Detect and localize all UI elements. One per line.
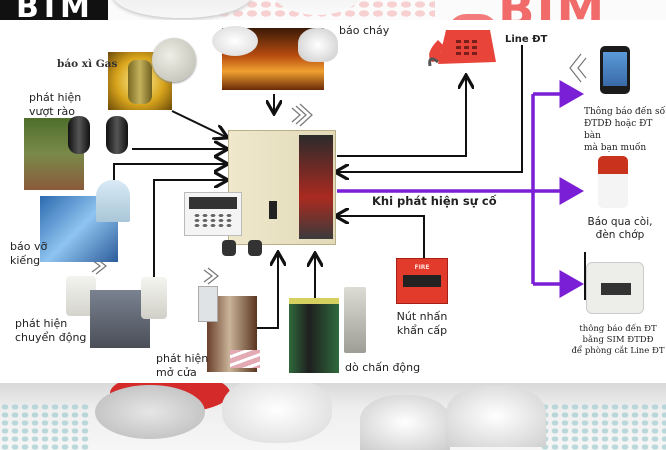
wire-gas: [171, 110, 226, 137]
logo-right: BIM: [498, 0, 606, 20]
window-photo: [289, 298, 339, 373]
magnetic-door-contact-icon: [198, 286, 218, 322]
remote-keyfob-icon[interactable]: [222, 240, 236, 256]
alarm-control-panel-icon[interactable]: [228, 130, 336, 245]
gas-detector-icon: [152, 38, 196, 82]
wire-motion: [153, 180, 226, 278]
glass-break-sensor-icon: [96, 180, 130, 222]
heat-detector-image: [360, 395, 450, 450]
desk-phone-icon: [424, 24, 500, 74]
white-detector-image: [222, 383, 332, 443]
ir-beam-receiver-icon: [106, 116, 128, 154]
siren-strobe-icon: [598, 156, 628, 208]
label-panic: Nút nhấn khẩn cấp: [396, 310, 448, 337]
label-motion: phát hiện chuyển động: [15, 317, 87, 344]
vibration-sensor-icon: [344, 287, 366, 353]
label-mobile: Thông báo đến số ĐTDĐ hoặc ĐT bàn mà bạn…: [584, 107, 666, 153]
gsm-dialer-icon: [586, 262, 644, 314]
gsm-antenna-icon: [584, 252, 586, 300]
label-gsm: thông báo đến ĐT bằng SIM ĐTDĐ để phòng …: [571, 324, 665, 356]
wire-door: [252, 254, 278, 329]
banner-phone-shape: [448, 14, 498, 20]
motion-intruder-photo: [90, 290, 150, 348]
label-fire: báo cháy: [339, 24, 390, 37]
banner-pattern-right: [540, 403, 666, 450]
label-trigger: Khi phát hiện sự cố: [372, 194, 497, 208]
label-gas: báo xì Gas: [57, 58, 118, 70]
label-door: phát hiện mở cửa: [156, 352, 209, 379]
banner-detector-image: [112, 0, 252, 18]
fire-button-label: FIRE: [414, 264, 430, 271]
bottom-banner: [0, 383, 666, 450]
wire-line: [337, 45, 523, 172]
clear-detector-image: [95, 385, 205, 439]
smartphone-icon: [600, 46, 630, 94]
logo-left: BIM: [0, 0, 108, 20]
label-line: Line ĐT: [505, 34, 548, 45]
keypad-icon[interactable]: [184, 192, 242, 236]
manual-call-point-icon[interactable]: FIRE: [396, 258, 448, 304]
heat-detector-icon: [298, 28, 338, 62]
pir-motion-sensor-icon-2: [141, 277, 167, 319]
label-glass: báo vỡ kiếng: [10, 240, 48, 267]
banner-detector-image-2: [270, 0, 365, 15]
wireless-waves: [91, 53, 587, 285]
label-siren: Báo qua còi, đèn chớp: [587, 216, 653, 241]
label-vibration: dò chấn động: [345, 361, 421, 374]
smoke-detector-icon: [212, 26, 258, 56]
wire-panic: [337, 216, 425, 258]
door-contact-magnets-icon: [230, 350, 260, 368]
wire-phone: [337, 77, 466, 157]
label-fence: phát hiện vượt rào: [29, 91, 82, 118]
top-banner: BIM BIM: [0, 0, 666, 20]
banner-pattern-left: [0, 403, 90, 450]
wire-glass: [113, 164, 226, 182]
ir-beam-sensor-icon: [68, 116, 90, 154]
smoke-detector-image: [446, 385, 546, 447]
remote-keyfob-icon-2[interactable]: [248, 240, 262, 256]
